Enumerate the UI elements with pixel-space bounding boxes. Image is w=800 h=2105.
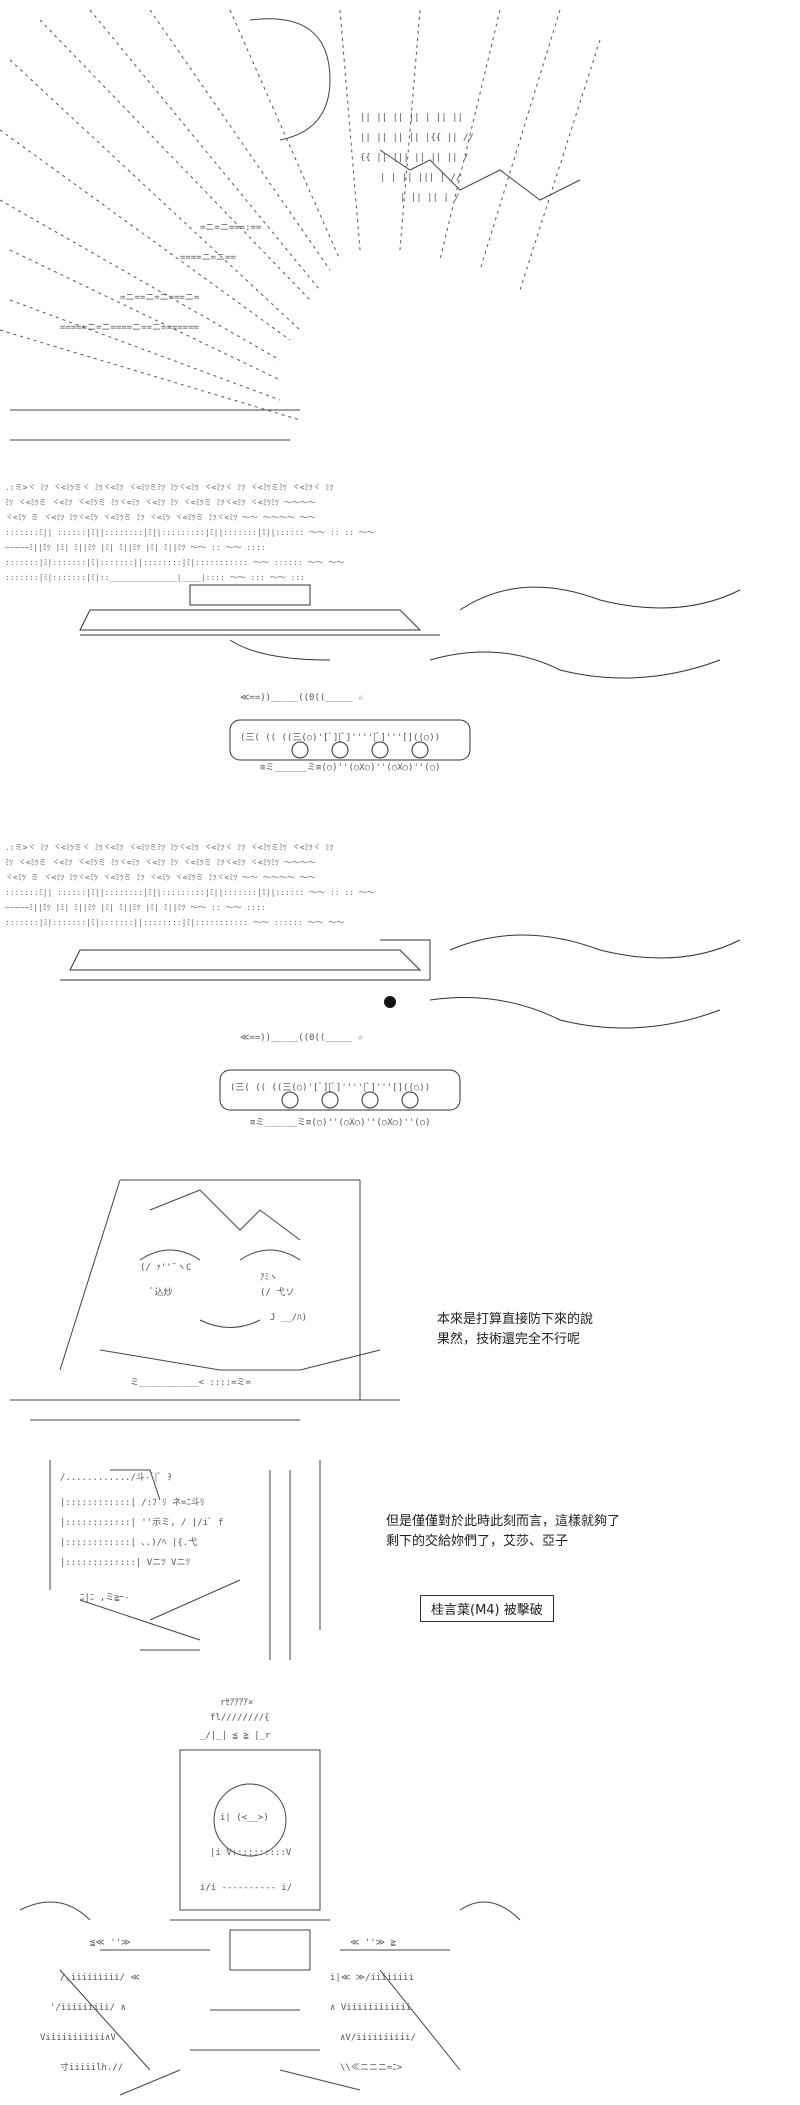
svg-text:=ニ==ニ=ニ===ニ=: =ニ==ニ=ニ===ニ= [120, 293, 200, 303]
tank-hit-ascii-art: .:ミ>ヾ ﾐﾂ ヾ<ﾐﾂミヾ ﾐﾂヾ<ﾐﾂ ヾ<ﾐﾂミﾐﾂ ﾐﾂヾ<ﾐﾂ ヾ<… [5, 843, 741, 1128]
svg-text:\\≪ニニニ=ﾆ>: \\≪ニニニ=ﾆ> [340, 2063, 403, 2073]
svg-text:≦≪ ''≫: ≦≪ ''≫ [90, 1938, 131, 1948]
caption-block: 本來是打算直接防下來的說 果然，技術還完全不行呢 [437, 1310, 593, 1350]
svg-text:∧V/iiiiiiiiii/: ∧V/iiiiiiiiii/ [340, 2033, 416, 2043]
tank-smoke-ascii-art: .:ミ>ヾ ﾐﾂ ヾ<ﾐﾂミヾ ﾐﾂヾ<ﾐﾂ ヾ<ﾐﾂミﾐﾂ ﾐﾂヾ<ﾐﾂ ヾ<… [5, 483, 741, 773]
svg-text::::::::ﾐ|| ::::::|ﾐ||::::::::|: :::::::ﾐ|| ::::::|ﾐ||::::::::|ﾐ||:::::::… [5, 528, 375, 537]
svg-text:=ニ=ニ===:==: =ニ=ニ===:== [200, 223, 262, 233]
svg-text:ﾞ込炒: ﾞ込炒 [150, 1287, 173, 1298]
panel-tank-hit: .:ミ>ヾ ﾐﾂ ヾ<ﾐﾂミヾ ﾐﾂヾ<ﾐﾂ ヾ<ﾐﾂミﾐﾂ ﾐﾂヾ<ﾐﾂ ヾ<… [0, 830, 800, 1150]
svg-text:|| || || || |{{ || //: || || || || |{{ || // [360, 133, 474, 143]
svg-text:(/ ｧ''¨ヽC: (/ ｧ''¨ヽC [140, 1263, 191, 1273]
panel-character-1: (/ ｧ''¨ヽC ｱﾐヽ ﾞ込炒 (/ 弋ソ J __/ﾊ) ミ_______… [0, 1170, 800, 1440]
svg-text:∧ Viiiiiiiiiiii: ∧ Viiiiiiiiiiii [330, 2003, 411, 2013]
svg-text:_/|_| ≦ ≧ |_r: _/|_| ≦ ≧ |_r [200, 1731, 271, 1741]
character-2-ascii-art: /............/斗-ﾞ|ﾞ ｦ |::::::::::::| /:ﾌ… [49, 1460, 321, 1660]
character-1-ascii-art: (/ ｧ''¨ヽC ｱﾐヽ ﾞ込炒 (/ 弋ソ J __/ﾊ) ミ_______… [10, 1179, 400, 1421]
svg-text::::::::|ﾐ|:::::::|ﾐ|::________: :::::::|ﾐ|:::::::|ﾐ|::______________|___… [5, 573, 305, 582]
svg-text:====ニ=ニ==: ====ニ=ニ== [180, 253, 237, 263]
svg-text:ヾ<ﾐﾂ ミ ヾ<ﾐﾂ ﾐﾂヾ<ﾐﾂ ヾ<ﾐﾂミ ﾐﾂ ヾ<: ヾ<ﾐﾂ ミ ヾ<ﾐﾂ ﾐﾂヾ<ﾐﾂ ヾ<ﾐﾂミ ﾐﾂ ヾ<ﾐﾂ ヾ<ﾐﾂミ ﾐ… [5, 873, 316, 882]
svg-text:i|≪ ≫/iiiiiiii: i|≪ ≫/iiiiiiii [330, 1973, 414, 1983]
svg-text:/,iiiiiiiii/ ≪: /,iiiiiiiii/ ≪ [60, 1973, 140, 1983]
svg-text:| || || | /: | || || | / [400, 193, 460, 203]
svg-text:.:ミ>ヾ ﾐﾂ ヾ<ﾐﾂミヾ ﾐﾂヾ<ﾐﾂ ヾ<ﾐﾂミﾐﾂ: .:ミ>ヾ ﾐﾂ ヾ<ﾐﾂミヾ ﾐﾂヾ<ﾐﾂ ヾ<ﾐﾂミﾐﾂ ﾐﾂヾ<ﾐﾂ ヾ<… [5, 483, 333, 492]
svg-text:ヾ<ﾐﾂ ミ ヾ<ﾐﾂ ﾐﾂヾ<ﾐﾂ ヾ<ﾐﾂミ ﾐﾂ ヾ<: ヾ<ﾐﾂ ミ ヾ<ﾐﾂ ﾐﾂヾ<ﾐﾂ ヾ<ﾐﾂミ ﾐﾂ ヾ<ﾐﾂ ヾ<ﾐﾂミ ﾐ… [5, 513, 316, 522]
svg-text:/............/斗-ﾞ|ﾞ ｦ: /............/斗-ﾞ|ﾞ ｦ [60, 1472, 172, 1483]
svg-text:(/ 弋ソ: (/ 弋ソ [260, 1286, 294, 1298]
svg-text::::::::ﾐ|| ::::::|ﾐ||::::::::|: :::::::ﾐ|| ::::::|ﾐ||::::::::|ﾐ||:::::::… [5, 888, 375, 897]
svg-text:≡ミ______ミ≡(○)''(○X○)''(○X○)''(: ≡ミ______ミ≡(○)''(○X○)''(○X○)''(○) [260, 763, 441, 773]
explosion-ascii-art: || || || || | || || || || || || |{{ || /… [0, 9, 601, 441]
svg-text::::::::|ﾐ|:::::::|ﾐ|:::::::||:: :::::::|ﾐ|:::::::|ﾐ|:::::::||::::::::|ﾐ|… [5, 558, 344, 567]
svg-text:|::::::::::::| ''示ミ, / |/iﾞ: |::::::::::::| ''示ミ, / |/iﾞ f [60, 1517, 223, 1528]
svg-text:ﾐﾂ ヾ<ﾐﾂミ ヾ<ﾐﾂ ヾ<ﾐﾂミ ﾐﾂヾ<ﾐﾂ ヾ<ﾐ: ﾐﾂ ヾ<ﾐﾂミ ヾ<ﾐﾂ ヾ<ﾐﾂミ ﾐﾂヾ<ﾐﾂ ヾ<ﾐﾂ ﾐﾂ ヾ<ﾐﾂミ… [5, 498, 316, 507]
panel-group: rｾｱｱｱｱ× fl////////{ _/|_| ≦ ≧ |_r i| (<_… [0, 1690, 800, 2100]
svg-text:~~~~~ﾐ||ﾐﾂ |ﾐ| ﾐ||ﾐﾂ |ﾐ| ﾐ||ﾐﾂ: ~~~~~ﾐ||ﾐﾂ |ﾐ| ﾐ||ﾐﾂ |ﾐ| ﾐ||ﾐﾂ |ﾐ| ﾐ||ﾐﾂ… [5, 903, 266, 912]
svg-text:寸iiiiilh.//: 寸iiiiilh.// [60, 2061, 123, 2073]
defeat-label: 桂言葉(M4) 被擊破 [420, 1595, 554, 1622]
svg-text:≪==))_____((0((_____ ☆: ≪==))_____((0((_____ ☆ [240, 693, 364, 703]
svg-text:|:::::::::::::| Vニﾂ Vニﾂ: |:::::::::::::| Vニﾂ Vニﾂ [60, 1558, 190, 1568]
svg-text:{{ || ||| || || || /: {{ || ||| || || || / [360, 153, 468, 163]
svg-text:|::::::::::::| /:ﾌ ﾘ ネ=ﾆ斗ﾘ: |::::::::::::| /:ﾌ ﾘ ネ=ﾆ斗ﾘ [60, 1497, 204, 1508]
panel-tank-smoke: .:ミ>ヾ ﾐﾂ ヾ<ﾐﾂミヾ ﾐﾂヾ<ﾐﾂ ヾ<ﾐﾂミﾐﾂ ﾐﾂヾ<ﾐﾂ ヾ<… [0, 470, 800, 800]
svg-text:|i V::::::::::V: |i V::::::::::V [210, 1848, 292, 1858]
svg-text:| | || ||| | //: | | || ||| | // [380, 173, 461, 183]
panel-character-2: /............/斗-ﾞ|ﾞ ｦ |::::::::::::| /:ﾌ… [0, 1450, 800, 1680]
svg-text:.:ミ>ヾ ﾐﾂ ヾ<ﾐﾂミヾ ﾐﾂヾ<ﾐﾂ ヾ<ﾐﾂミﾐﾂ: .:ミ>ヾ ﾐﾂ ヾ<ﾐﾂミヾ ﾐﾂヾ<ﾐﾂ ヾ<ﾐﾂミﾐﾂ ﾐﾂヾ<ﾐﾂ ヾ<… [5, 843, 333, 852]
svg-text:ﾆ|ﾆ ,ミ≧ｰ-: ﾆ|ﾆ ,ミ≧ｰ- [80, 1593, 130, 1603]
svg-text:|::::::::::::| ､.)/ﾍ |{.弋: |::::::::::::| ､.)/ﾍ |{.弋 [60, 1536, 197, 1548]
svg-text:ｱﾐヽ: ｱﾐヽ [260, 1273, 278, 1283]
svg-text:~~~~~ﾐ||ﾐﾂ |ﾐ| ﾐ||ﾐﾂ |ﾐ| ﾐ||ﾐﾂ: ~~~~~ﾐ||ﾐﾂ |ﾐ| ﾐ||ﾐﾂ |ﾐ| ﾐ||ﾐﾂ |ﾐ| ﾐ||ﾐﾂ… [5, 543, 266, 552]
caption-line: 果然，技術還完全不行呢 [437, 1332, 581, 1347]
svg-text:ミ___________< ::::=ミ=: ミ___________< ::::=ミ= [130, 1378, 252, 1388]
panel-explosion: || || || || | || || || || || || |{{ || /… [0, 0, 800, 450]
svg-text:i| (<__>): i| (<__>) [220, 1813, 269, 1823]
svg-text::::::::|ﾐ|:::::::|ﾐ|:::::::||:: :::::::|ﾐ|:::::::|ﾐ|:::::::||::::::::|ﾐ|… [5, 918, 344, 927]
svg-text:i/i ---------- i/: i/i ---------- i/ [200, 1883, 292, 1893]
caption-line: 剩下的交給妳們了，艾莎、亞子 [386, 1534, 569, 1549]
caption-line: 本來是打算直接防下來的說 [437, 1312, 594, 1327]
svg-text:≡ミ______ミ≡(○)''(○X○)''(○X○)''(: ≡ミ______ミ≡(○)''(○X○)''(○X○)''(○) [250, 1118, 431, 1128]
svg-text:|| || || || | || ||: || || || || | || || [360, 113, 463, 123]
svg-text:(三( (( ((三(○)'[ﾞ][ﾞ]''''[ﾞ]': (三( (( ((三(○)'[ﾞ][ﾞ]''''[ﾞ]'''[]((○)) [240, 732, 440, 743]
group-ascii-art: rｾｱｱｱｱ× fl////////{ _/|_| ≦ ≧ |_r i| (<_… [19, 1697, 521, 2096]
svg-text:≪==))_____((0((_____ ☆: ≪==))_____((0((_____ ☆ [240, 1033, 364, 1043]
svg-text:(三( (( ((三(○)'[ﾞ][ﾞ]''''[ﾞ]': (三( (( ((三(○)'[ﾞ][ﾞ]''''[ﾞ]'''[]((○)) [230, 1082, 430, 1093]
caption-block: 但是僅僅對於此時此刻而言，這樣就夠了 剩下的交給妳們了，艾莎、亞子 [386, 1512, 620, 1552]
svg-text:rｾｱｱｱｱ×: rｾｱｱｱｱ× [220, 1697, 253, 1708]
svg-text:Viiiiiiiiiii∧V: Viiiiiiiiiii∧V [40, 2033, 116, 2043]
svg-text:≪ ''≫ ≧: ≪ ''≫ ≧ [350, 1938, 397, 1948]
svg-text:'/iiiiiiiii/ ∧: '/iiiiiiiii/ ∧ [50, 2003, 126, 2013]
svg-text:=====ニ=ニ====ニ==ニ=======: =====ニ=ニ====ニ==ニ======= [60, 323, 200, 333]
caption-line: 但是僅僅對於此時此刻而言，這樣就夠了 [386, 1514, 621, 1529]
svg-text:J __/ﾊ): J __/ﾊ) [270, 1313, 307, 1323]
svg-text:fl////////{: fl////////{ [210, 1713, 270, 1723]
svg-text:ﾐﾂ ヾ<ﾐﾂミ ヾ<ﾐﾂ ヾ<ﾐﾂミ ﾐﾂヾ<ﾐﾂ ヾ<ﾐ: ﾐﾂ ヾ<ﾐﾂミ ヾ<ﾐﾂ ヾ<ﾐﾂミ ﾐﾂヾ<ﾐﾂ ヾ<ﾐﾂ ﾐﾂ ヾ<ﾐﾂミ… [5, 858, 316, 867]
